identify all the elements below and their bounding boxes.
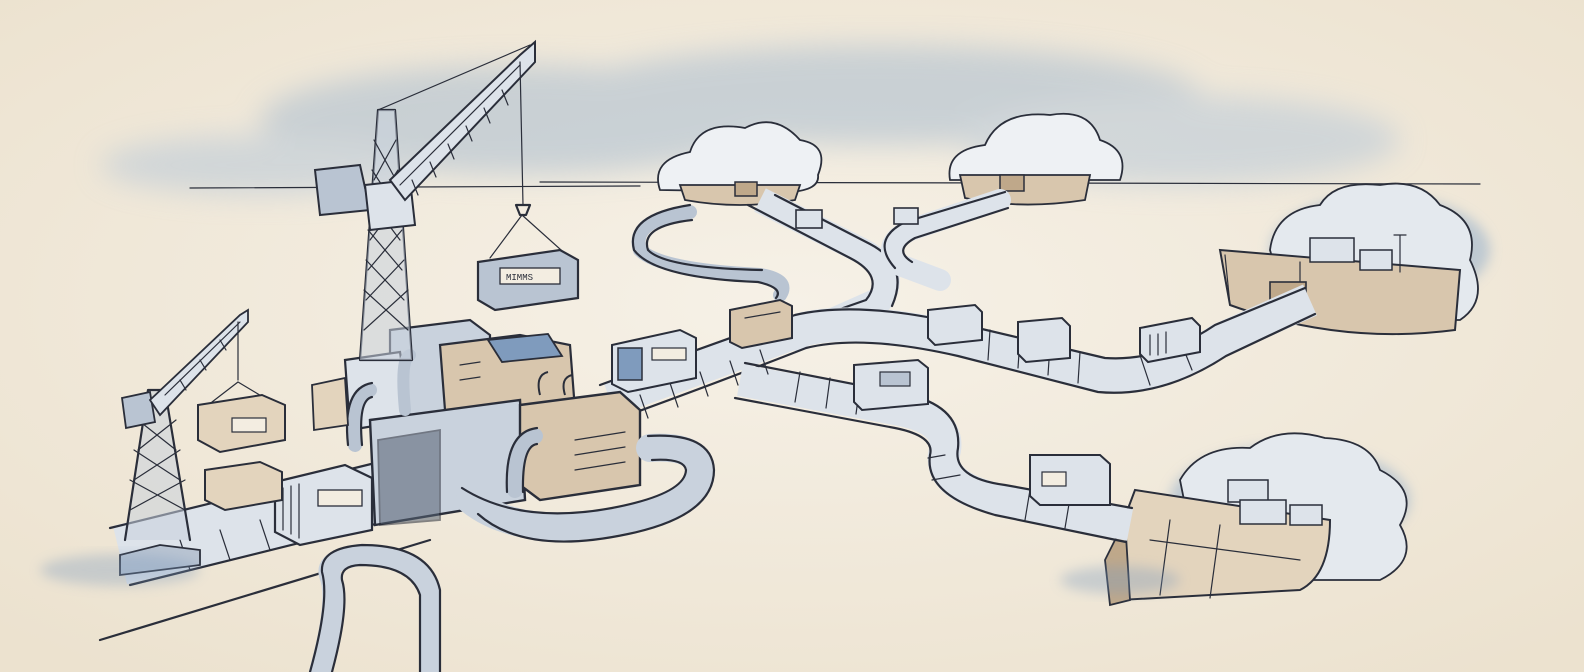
ground-washes <box>40 554 1180 594</box>
tower-crane-small <box>119 308 286 577</box>
container-blue-front <box>611 328 697 394</box>
hanging-container: MIMMS <box>476 248 580 312</box>
foreground-containers <box>204 460 374 547</box>
foreground-pipes <box>308 543 442 672</box>
left-crane-crate <box>197 393 286 454</box>
container-right-belt-1 <box>927 303 983 347</box>
container-small-top <box>795 207 919 229</box>
cloud-fort-bottom-right <box>1104 432 1410 607</box>
processing-machine <box>311 318 716 543</box>
belt-containers <box>611 207 1201 506</box>
container-right-belt-3 <box>1139 316 1201 364</box>
container-lower <box>1029 454 1111 506</box>
hanging-container-label: MIMMS <box>506 273 533 283</box>
container-center <box>853 358 929 412</box>
container-tan-1 <box>729 298 793 350</box>
container-right-belt-2 <box>1017 316 1071 364</box>
cloud-fort-far-left <box>657 121 823 206</box>
crate-left-stack <box>204 460 283 512</box>
tower-crane-large: MIMMS <box>313 39 580 362</box>
container-foreground <box>273 463 374 547</box>
